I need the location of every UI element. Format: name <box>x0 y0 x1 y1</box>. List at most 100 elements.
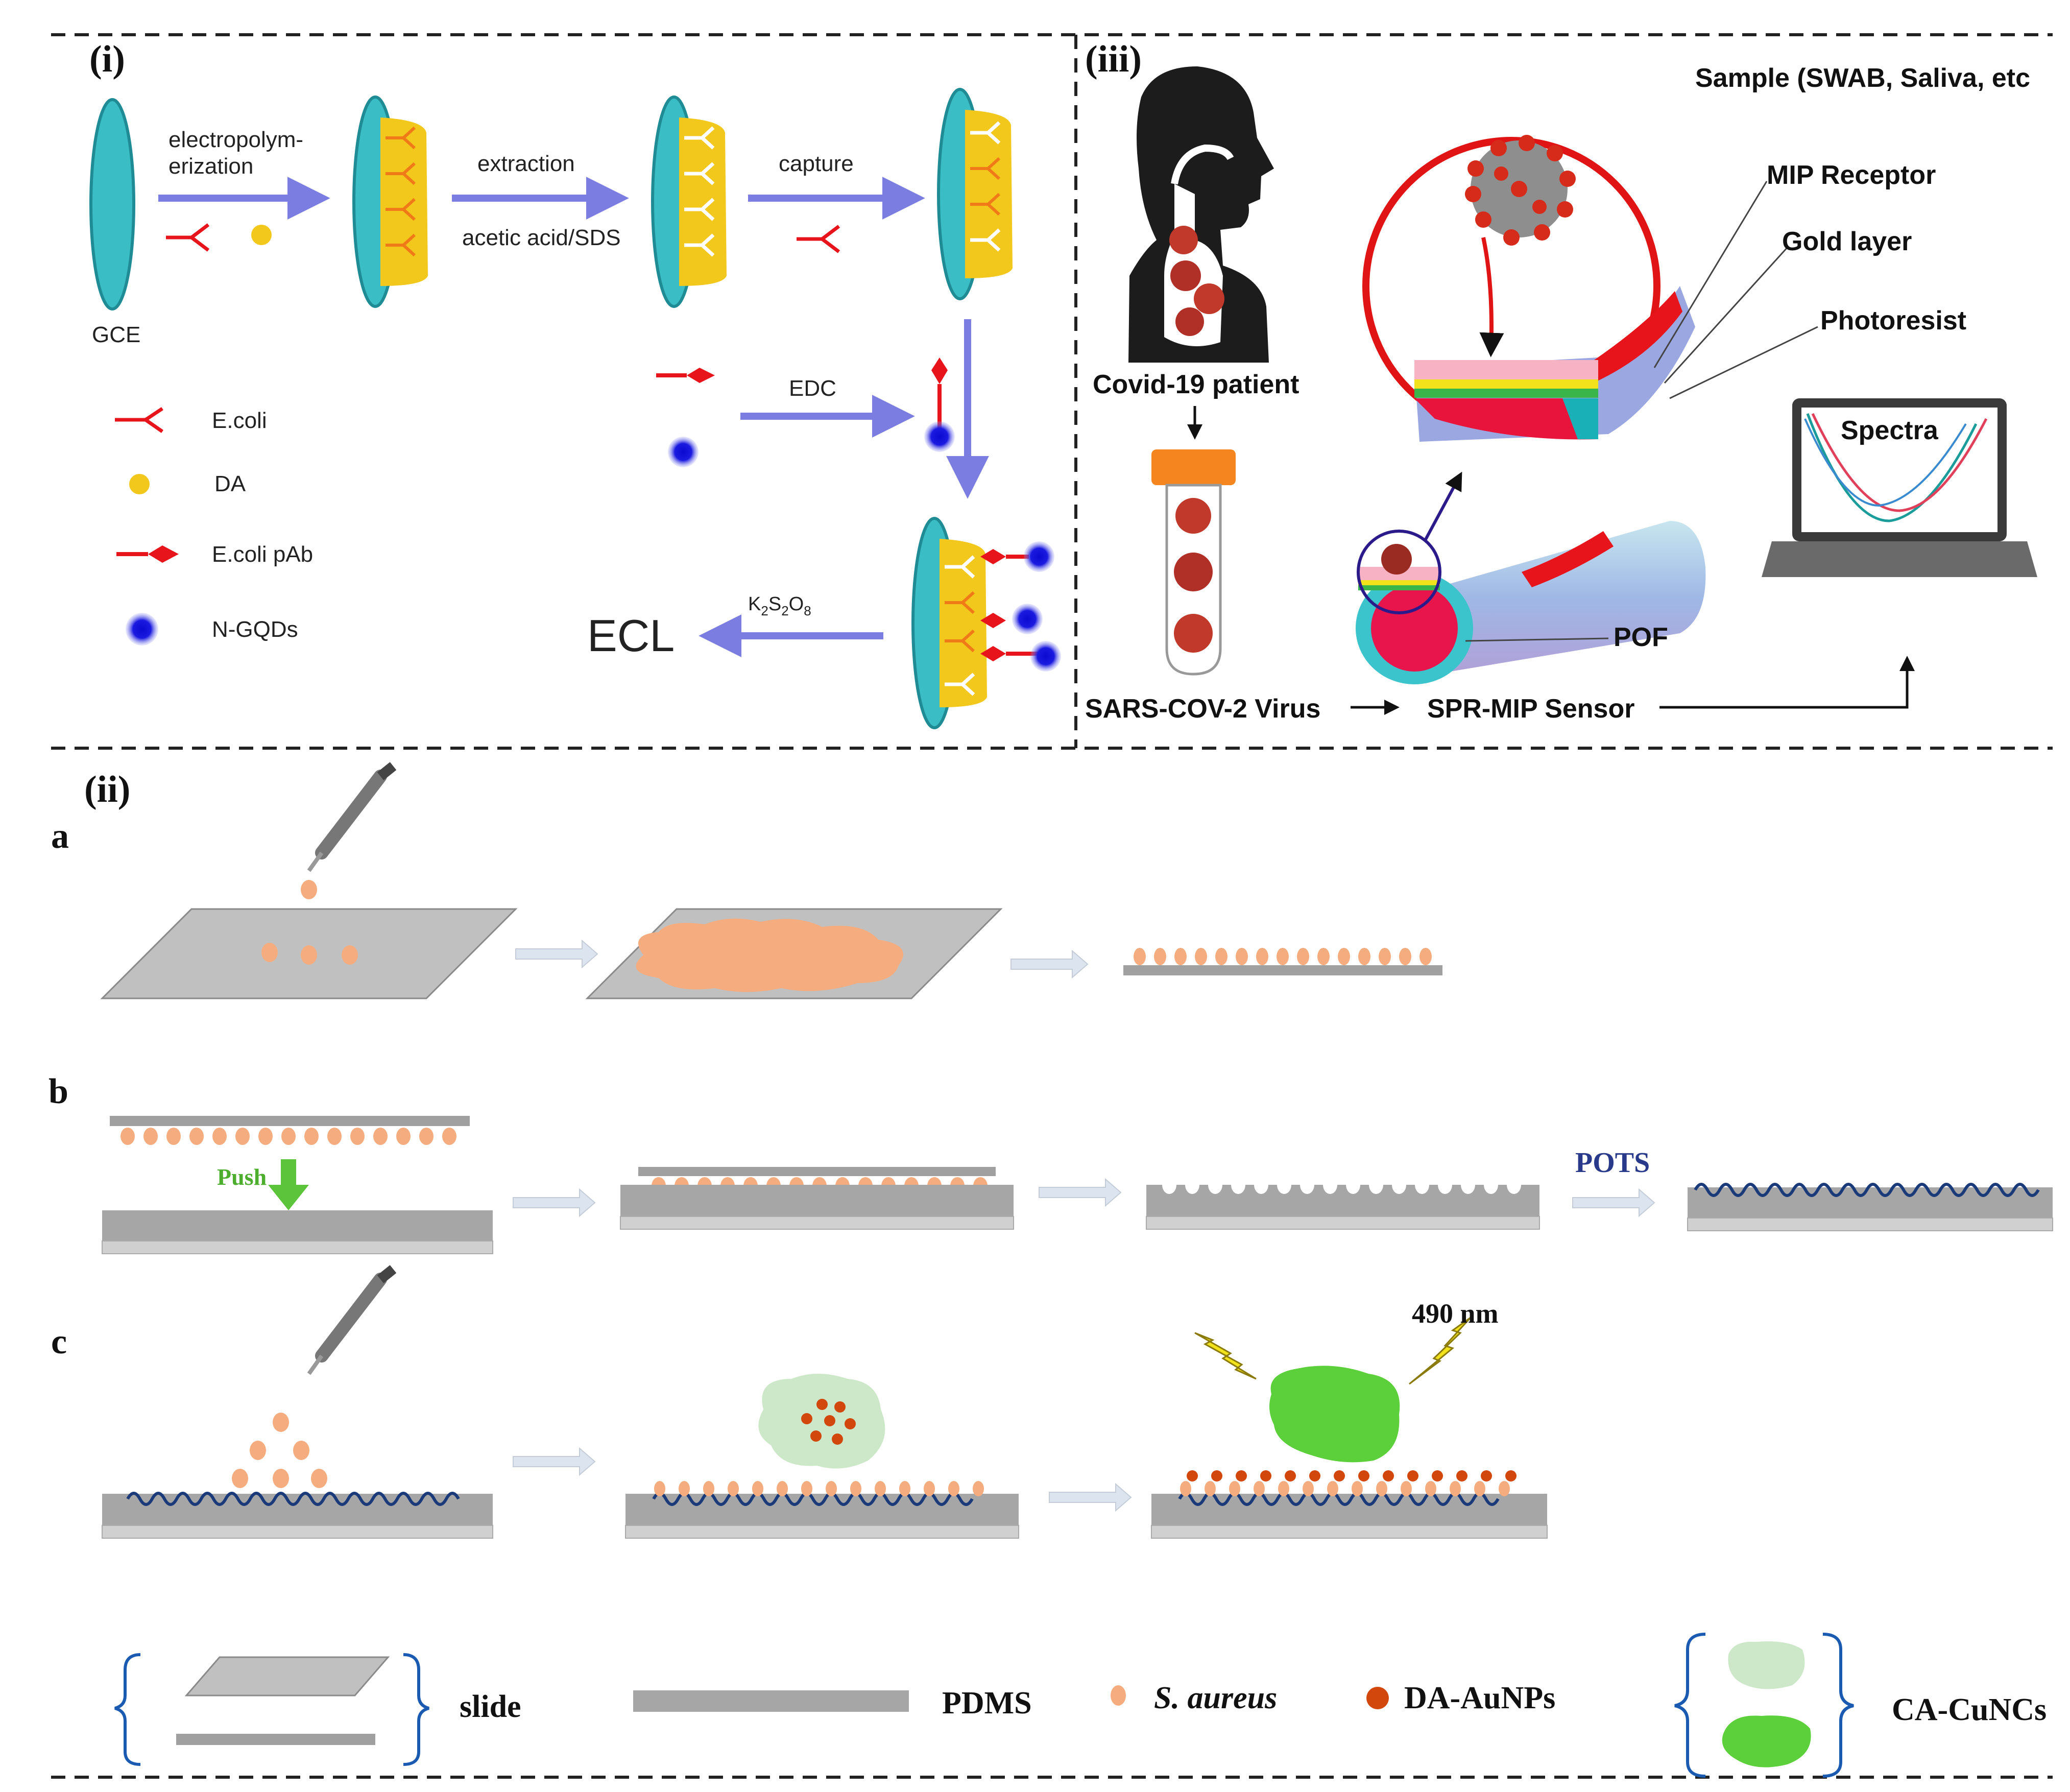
step-arrow-b3 <box>1572 1188 1655 1217</box>
imprint-cavities <box>1162 1176 1521 1194</box>
sample-tube <box>1151 449 1236 676</box>
slide-b2 <box>620 1216 1014 1230</box>
droplet-row-b1 <box>121 1128 456 1145</box>
slide-c3 <box>1151 1525 1548 1539</box>
row-a-label: a <box>51 817 69 856</box>
mip-electrode-1 <box>352 95 428 308</box>
bound-bacteria-c3 <box>1180 1481 1510 1496</box>
panel-dividers <box>51 33 2053 1779</box>
mip-receptor-label: MIP Receptor <box>1767 160 1936 190</box>
patient-label: Covid-19 patient <box>1093 370 1299 399</box>
panel-ii: (ii) a b c <box>49 762 2053 1778</box>
panel-ii-label: (ii) <box>84 769 130 810</box>
emission-bolt-icon <box>1409 1317 1472 1385</box>
wavelength-label: 490 nm <box>1412 1298 1499 1329</box>
extraction-label: extraction <box>477 151 575 176</box>
legend-pdms-icon <box>633 1690 909 1712</box>
photoresist-label: Photoresist <box>1820 306 1966 336</box>
zoom-callout-lines <box>1653 181 1818 399</box>
slide-b-top <box>110 1116 470 1126</box>
slide-b4 <box>1687 1217 2053 1231</box>
step-arrow-b1 <box>513 1188 596 1217</box>
panel-iii: (iii) Sample (SWAB, Saliva, etc Covid-19… <box>1085 38 2037 724</box>
sensor-label: SPR-MIP Sensor <box>1427 694 1634 724</box>
push-arrow <box>268 1159 309 1210</box>
row-b-label: b <box>49 1072 68 1111</box>
ecl-label: ECL <box>587 610 675 661</box>
legend-slide-icon-side <box>176 1734 375 1745</box>
legend-pab: E.coli pAb <box>212 542 313 567</box>
legend-s-aureus-icon <box>1111 1685 1126 1706</box>
push-label: Push <box>217 1164 267 1190</box>
ecoli-template-icon <box>166 223 210 252</box>
legend-ngqd: N-GQDs <box>212 617 298 642</box>
legend-da-aunps-label: DA-AuNPs <box>1404 1681 1555 1715</box>
droplets-c <box>232 1413 327 1488</box>
electropolymerization-label-2: erization <box>169 154 253 179</box>
pipette-c <box>307 1265 397 1375</box>
zoom-circle <box>1362 135 1695 442</box>
legend-da-icon <box>129 474 150 494</box>
spectra-label: Spectra <box>1841 416 1939 445</box>
legend-cacunc-brace-left <box>1674 1633 1706 1778</box>
step-arrow-c2 <box>1049 1483 1132 1512</box>
pof-label: POF <box>1614 623 1668 652</box>
da-monomer-icon <box>251 225 272 245</box>
ngqd-icon-edc <box>668 437 699 467</box>
legend-ngqd-icon <box>126 613 158 646</box>
legend-da-aunps-icon <box>1366 1687 1389 1709</box>
bound-bacteria-c2 <box>654 1481 984 1496</box>
extraction-sub-label: acetic acid/SDS <box>462 225 621 250</box>
optical-fiber <box>1356 471 1706 684</box>
step-arrow-c1 <box>513 1447 596 1476</box>
gce-electrode <box>89 98 135 310</box>
panel-iii-label: (iii) <box>1085 38 1142 80</box>
pdms-b2 <box>620 1185 1014 1216</box>
panel-i-label: (i) <box>89 38 125 80</box>
k2s2o8-label: K2S2O8 <box>748 593 811 618</box>
pdms-b3 <box>1146 1185 1539 1216</box>
legend-s-aureus-label: S. aureus <box>1154 1681 1277 1715</box>
spread-sample <box>636 918 903 992</box>
capture-label: capture <box>779 151 854 176</box>
slide-b3 <box>1146 1216 1540 1230</box>
sample-label: Sample (SWAB, Saliva, etc <box>1695 63 2030 93</box>
legend-cacunc-dark-icon <box>1722 1715 1811 1767</box>
droplets-a-on-slide <box>261 943 358 965</box>
legend-ecoli: E.coli <box>212 408 267 433</box>
legend-pdms-label: PDMS <box>942 1686 1032 1721</box>
mip-electrode-captured <box>937 88 1013 300</box>
virus-label: SARS-COV-2 Virus <box>1085 694 1320 724</box>
mip-electrode-empty <box>651 95 727 308</box>
ecoli-capture-icon <box>797 225 840 253</box>
legend-cacunc-light-icon <box>1728 1641 1805 1689</box>
slide-b1 <box>102 1240 493 1254</box>
legend-pab-icon <box>116 545 179 563</box>
step-arrow-b2 <box>1039 1178 1122 1207</box>
pots-label: POTS <box>1575 1147 1650 1179</box>
slide-c1 <box>102 1525 493 1539</box>
row-c-label: c <box>51 1322 67 1361</box>
slide-side-a <box>1123 965 1442 975</box>
step-arrow-a1 <box>515 939 598 969</box>
edc-label: EDC <box>789 376 836 401</box>
legend-cacunc-label: CA-CuNCs <box>1892 1692 2047 1727</box>
excitation-bolt-icon <box>1194 1332 1257 1380</box>
mip-wavy-film-b <box>1694 1183 2040 1197</box>
mip-wavy-film-c1 <box>126 1492 460 1506</box>
slide-b2-top <box>638 1167 996 1176</box>
panel-i: (i) GCE electropolym- erization extracti… <box>89 38 1061 729</box>
legend-slide-label: slide <box>460 1689 521 1724</box>
pdms-b4 <box>1688 1187 2053 1218</box>
pof-callout <box>1465 637 1609 642</box>
patient-silhouette <box>1128 66 1274 363</box>
legend-cacunc-brace-right <box>1822 1633 1854 1778</box>
mip-electrode-labeled <box>911 517 1061 729</box>
slide-c2 <box>625 1525 1019 1539</box>
legend-slide-icon-flat <box>184 1656 390 1697</box>
laptop-spectra <box>1762 398 2037 577</box>
legend-slide-brace-right <box>403 1653 429 1766</box>
droplet-row-a <box>1134 948 1432 965</box>
